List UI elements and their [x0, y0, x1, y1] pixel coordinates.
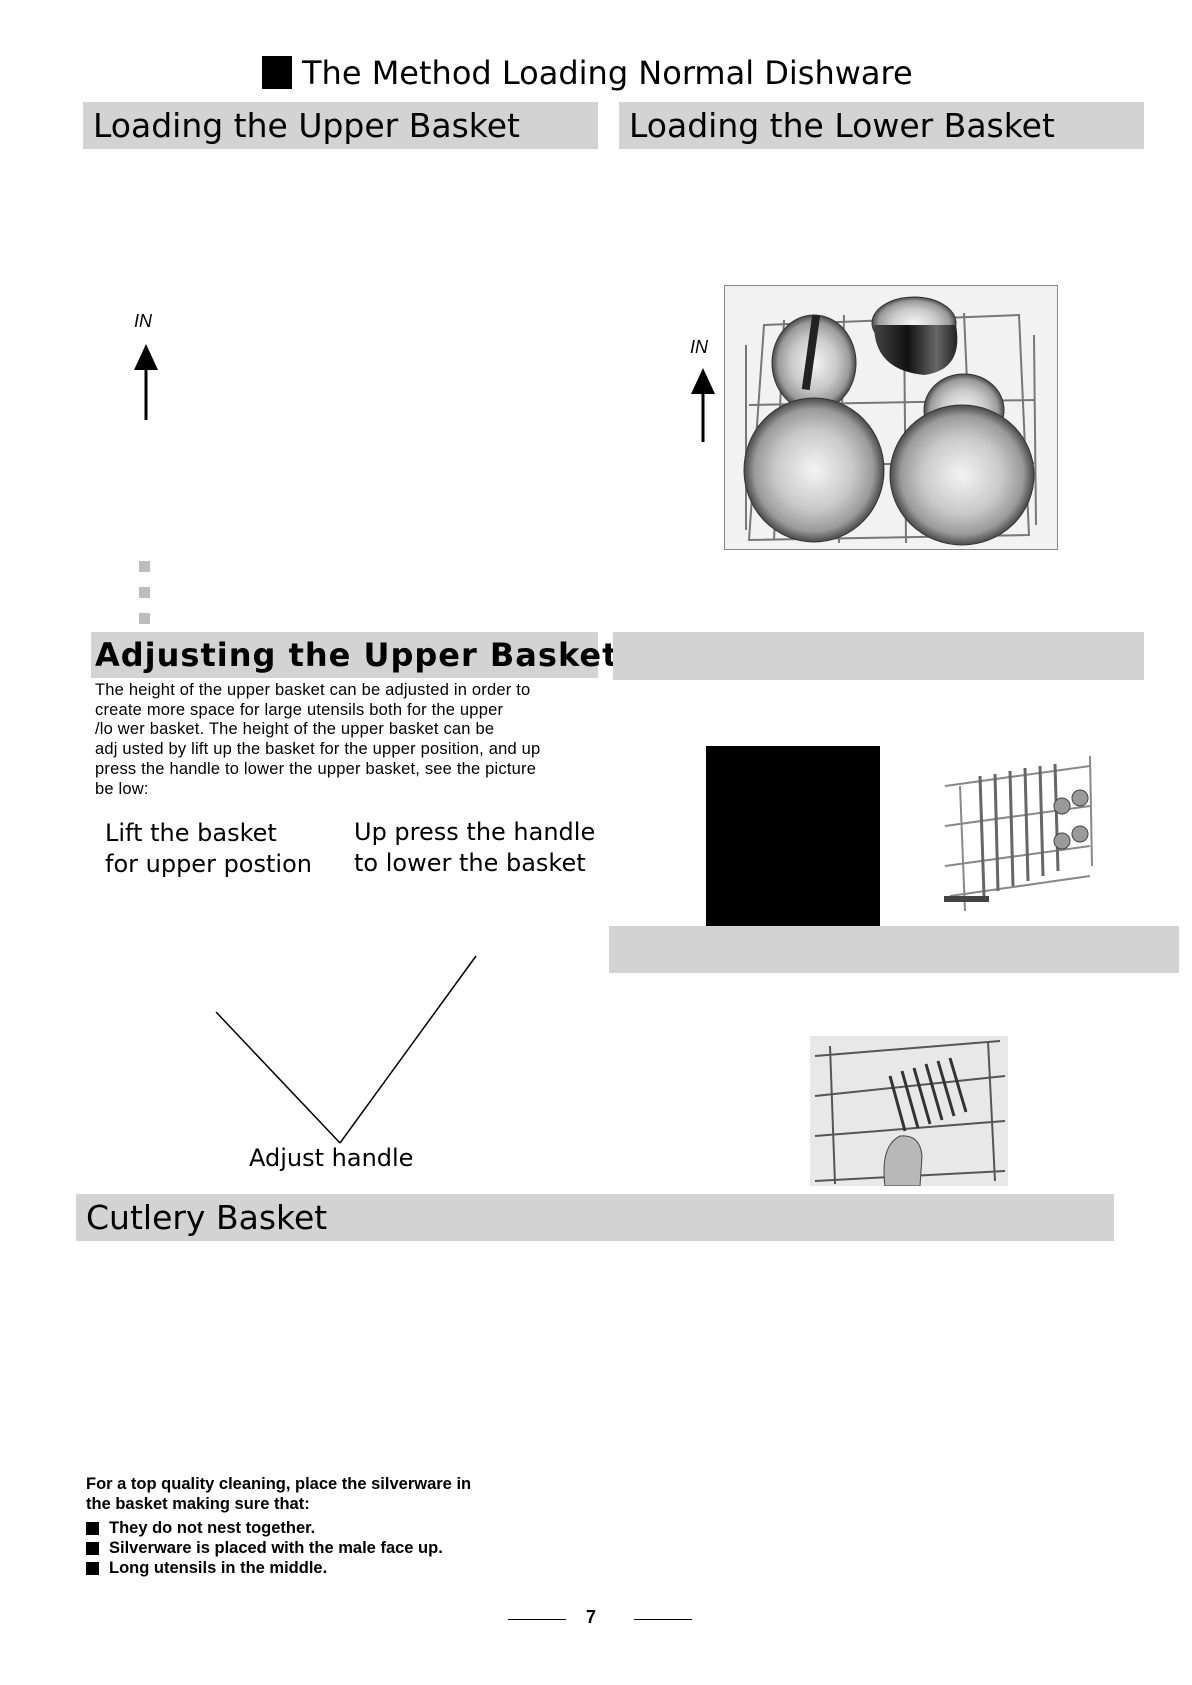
cutlery-bullet: Long utensils in the middle.	[86, 1558, 646, 1578]
bullet-square-icon	[86, 1541, 99, 1555]
dark-image	[706, 746, 880, 926]
hand-rack-image	[810, 1036, 1008, 1186]
lower-basket-header: Loading the Lower Basket	[619, 102, 1144, 149]
bullet-square-icon	[86, 1561, 99, 1575]
lower-basket-pots-image	[724, 285, 1058, 550]
rack-rollers-image	[944, 755, 1093, 912]
lift-basket-caption: Lift the basket for upper postion	[105, 818, 312, 880]
cutlery-intro: For a top quality cleaning, place the si…	[86, 1474, 646, 1514]
adjusting-line: adj usted by lift up the basket for the …	[95, 740, 541, 759]
page-title: The Method Loading Normal Dishware	[262, 54, 913, 92]
adjusting-line: press the handle to lower the upper bask…	[95, 759, 537, 778]
adjusting-line: be low:	[95, 779, 149, 798]
adjusting-paragraph: The height of the upper basket can be ad…	[95, 681, 615, 799]
title-square-icon	[262, 56, 292, 89]
caption-line: to lower the basket	[354, 849, 586, 877]
adjusting-header: Adjusting the Upper Basket	[91, 632, 619, 678]
right-grey-band-2	[609, 926, 1179, 973]
adjust-handle-label: Adjust handle	[249, 1144, 414, 1172]
upper-in-arrow-icon	[134, 344, 158, 420]
page-number: 7	[586, 1607, 597, 1627]
upper-basket-heading: Loading the Upper Basket	[93, 106, 520, 145]
lower-in-arrow-icon	[691, 368, 715, 442]
grey-square-icon	[139, 587, 150, 598]
adjusting-line: The height of the upper basket can be ad…	[95, 681, 531, 699]
cutlery-bullet: They do not nest together.	[86, 1518, 646, 1538]
cutlery-bullet-list: They do not nest together. Silverware is…	[86, 1518, 646, 1578]
adjusting-line: /lo wer basket. The height of the upper …	[95, 720, 495, 739]
lower-in-label: IN	[690, 337, 708, 357]
adjust-handle-pointer	[215, 955, 477, 1144]
page-number-rule-left	[508, 1619, 566, 1620]
caption-line: Lift the basket	[105, 819, 277, 847]
cutlery-intro-line: the basket making sure that:	[86, 1495, 310, 1513]
cutlery-bullet-text: They do not nest together.	[109, 1519, 316, 1537]
cutlery-heading: Cutlery Basket	[86, 1198, 328, 1237]
bullet-square-icon	[86, 1521, 99, 1535]
right-grey-band	[613, 632, 1144, 680]
cutlery-intro-line: For a top quality cleaning, place the si…	[86, 1475, 472, 1493]
upper-in-label: IN	[134, 311, 152, 331]
grey-square-icon	[139, 613, 150, 624]
cutlery-bullet: Silverware is placed with the male face …	[86, 1538, 646, 1558]
caption-line: for upper postion	[105, 850, 312, 878]
press-handle-caption: Up press the handle to lower the basket	[354, 817, 595, 879]
upper-basket-header: Loading the Upper Basket	[83, 102, 598, 149]
lower-basket-heading: Loading the Lower Basket	[629, 106, 1055, 145]
cutlery-bullet-text: Long utensils in the middle.	[109, 1559, 328, 1577]
caption-line: Up press the handle	[354, 818, 596, 846]
cutlery-header: Cutlery Basket	[76, 1194, 1114, 1241]
cutlery-bullet-text: Silverware is placed with the male face …	[109, 1539, 443, 1557]
adjusting-line: create more space for large utensils bot…	[95, 700, 504, 719]
adjusting-heading: Adjusting the Upper Basket	[95, 636, 619, 674]
page-number-rule-right	[634, 1619, 692, 1620]
page-title-text: The Method Loading Normal Dishware	[302, 54, 913, 92]
grey-square-icon	[139, 561, 150, 572]
